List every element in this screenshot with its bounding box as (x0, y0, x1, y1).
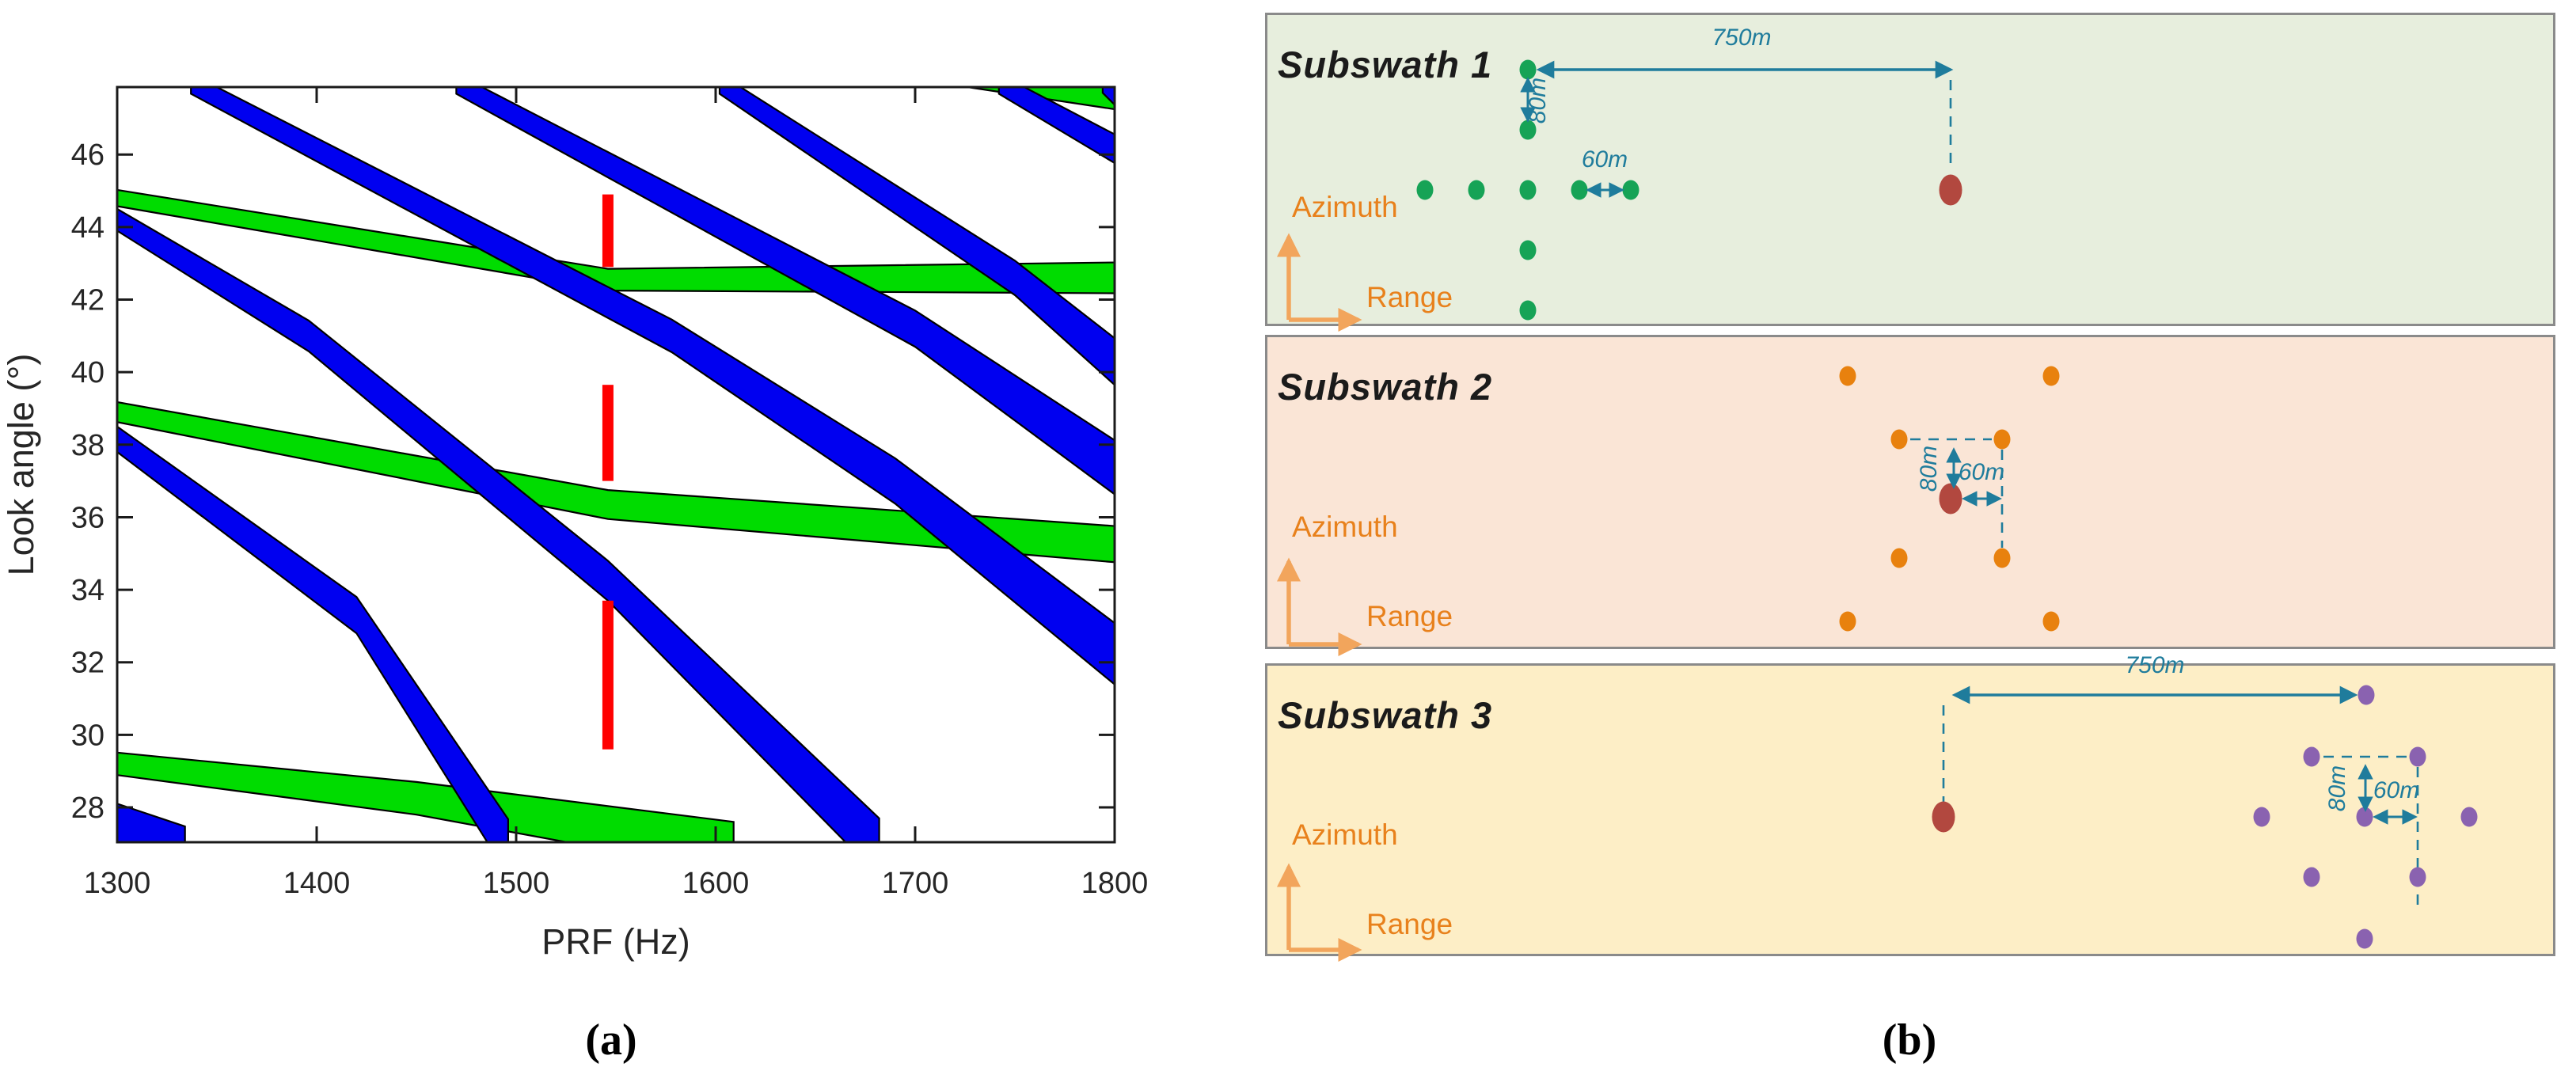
blue-band (997, 87, 1115, 165)
svg-text:46: 46 (71, 139, 104, 172)
svg-text:38: 38 (71, 429, 104, 462)
axis-tick-labels: 1300 1400 1500 1600 1700 1800 28 30 32 34 36 38 40 42… (71, 139, 1149, 900)
green-band (961, 87, 1115, 111)
red-selection-bar (602, 600, 614, 750)
azimuth-label-1: Azimuth (1292, 191, 1398, 223)
plot-box (116, 85, 1116, 844)
subswath-3-panel (1265, 663, 2555, 956)
range-label-2: Range (1366, 600, 1453, 632)
svg-text:1400: 1400 (283, 867, 351, 900)
green-band (117, 401, 1115, 564)
subswath-2-title: Subswath 2 (1278, 366, 1493, 408)
range-label-1: Range (1366, 281, 1453, 313)
svg-text:1700: 1700 (882, 867, 949, 900)
azimuth-label-2: Azimuth (1292, 511, 1398, 543)
svg-text:36: 36 (71, 501, 104, 534)
azimuth-label-3: Azimuth (1292, 818, 1398, 851)
blue-band (190, 87, 1115, 686)
blue-band (117, 207, 880, 842)
svg-text:44: 44 (71, 211, 104, 245)
blue-band (455, 87, 1115, 496)
subswath-3-title: Subswath 3 (1278, 694, 1493, 736)
blue-band (1101, 87, 1115, 106)
x-axis-label: PRF (Hz) (541, 921, 690, 962)
zebra-bands (117, 87, 1115, 842)
svg-text:28: 28 (71, 792, 104, 825)
caption-a: (a) (585, 1016, 637, 1065)
svg-text:40: 40 (71, 356, 104, 389)
red-selection-bar (602, 385, 614, 481)
svg-text:30: 30 (71, 719, 104, 752)
subswath-2-panel (1265, 335, 2555, 649)
red-selection-bar (602, 194, 614, 268)
svg-text:1500: 1500 (483, 867, 550, 900)
range-label-3: Range (1366, 908, 1453, 940)
caption-b: (b) (1882, 1016, 1937, 1065)
green-band (117, 188, 1115, 294)
y-axis-label: Look angle (°) (1, 354, 41, 576)
svg-text:1300: 1300 (84, 867, 151, 900)
blue-band (718, 87, 1115, 386)
green-band (117, 751, 735, 842)
subswath-1-title: Subswath 1 (1278, 44, 1493, 85)
blue-band (117, 425, 510, 842)
svg-text:34: 34 (71, 574, 104, 607)
svg-text:1600: 1600 (682, 867, 750, 900)
axis-ticks (116, 87, 1116, 842)
svg-text:32: 32 (71, 647, 104, 680)
svg-text:42: 42 (71, 284, 104, 317)
blue-band (117, 803, 186, 842)
svg-text:1800: 1800 (1081, 867, 1149, 900)
